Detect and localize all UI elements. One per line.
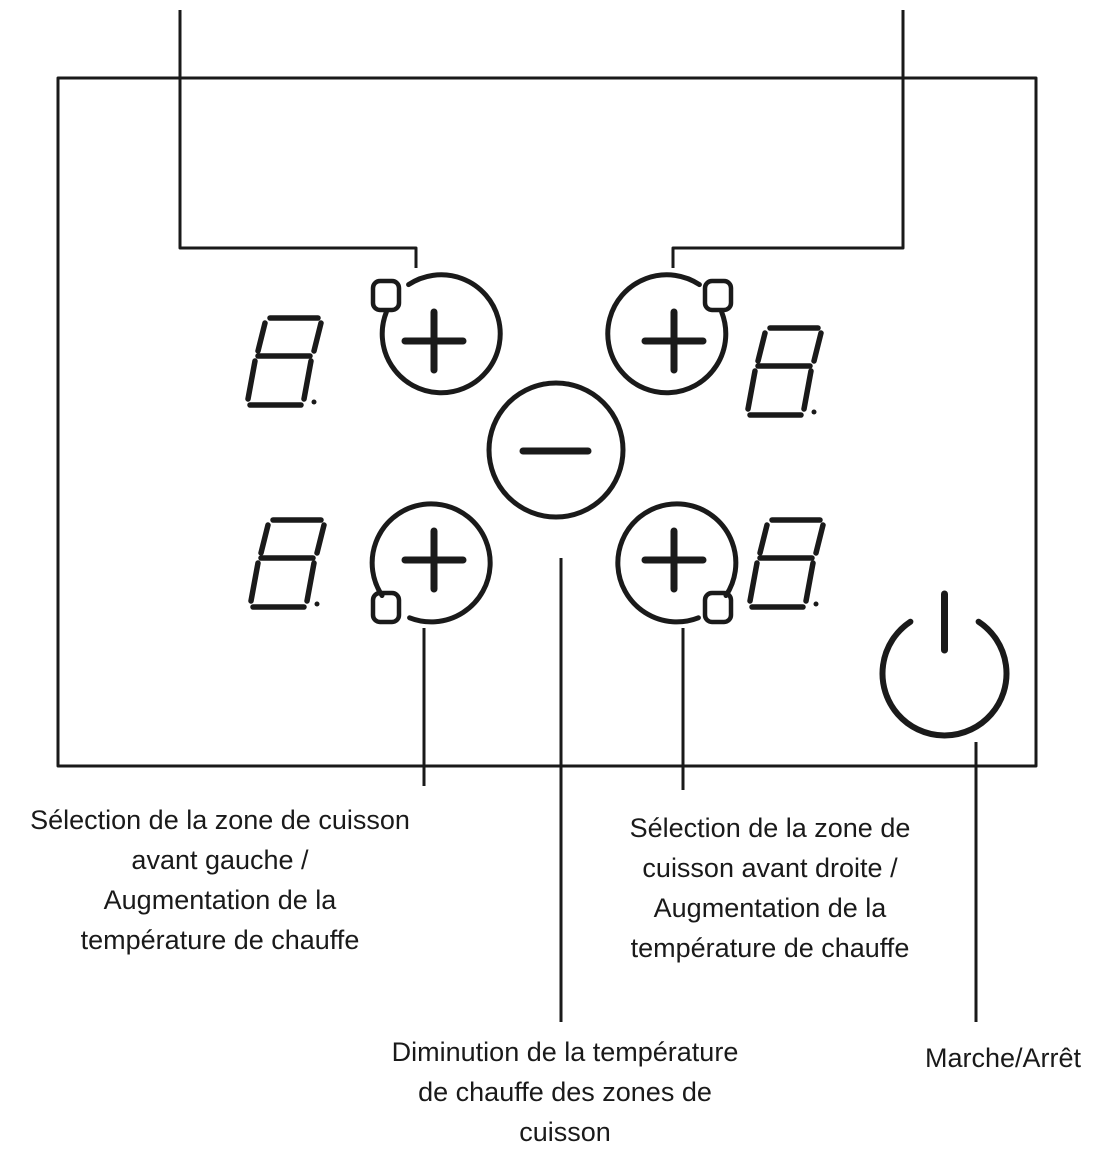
zone-plus-button-rear-right[interactable] [605, 272, 734, 396]
panel-outline [56, 76, 1038, 768]
zone-indicator-front-left [370, 590, 402, 625]
callout-line: Augmentation de la [103, 885, 337, 915]
callout-front-right: Sélection de la zone de cuisson avant dr… [560, 808, 980, 968]
callout-line: Marche/Arrêt [924, 1043, 1082, 1073]
zone-plus-button-rear-left[interactable] [370, 272, 503, 396]
callout-line: de chauffe des zones de [418, 1077, 712, 1107]
callout-front-left: Sélection de la zone de cuisson avant ga… [0, 800, 440, 960]
callout-power: Marche/Arrêt [900, 1038, 1106, 1078]
callout-line: cuisson [519, 1117, 611, 1147]
zone-indicator-front-right [702, 590, 734, 625]
power-button[interactable] [879, 590, 1010, 739]
zone-display-rear-left [245, 315, 324, 408]
callout-line: cuisson avant droite / [642, 853, 898, 883]
zone-plus-button-front-left[interactable] [369, 501, 493, 625]
plus-icon [641, 308, 707, 374]
decrease-button[interactable] [486, 380, 626, 520]
zone-plus-button-front-right[interactable] [615, 501, 739, 625]
callout-line: température de chauffe [80, 925, 360, 955]
leader-line-rear-right [671, 10, 905, 268]
callout-line: Augmentation de la [653, 893, 887, 923]
plus-icon [401, 308, 467, 374]
leader-line-rear-left [178, 10, 418, 268]
zone-display-front-right [747, 517, 826, 610]
zone-display-rear-right [745, 325, 824, 418]
zone-indicator-rear-left [370, 278, 402, 313]
zone-display-front-left [248, 517, 327, 610]
callout-line: Sélection de la zone de [629, 813, 911, 843]
callout-line: température de chauffe [630, 933, 910, 963]
power-icon [879, 590, 1010, 739]
callout-line: avant gauche / [131, 845, 309, 875]
callout-line: Diminution de la température [391, 1037, 739, 1067]
callout-decrease: Diminution de la température de chauffe … [340, 1032, 790, 1152]
plus-icon [641, 527, 707, 593]
plus-icon [401, 527, 467, 593]
callout-line: Sélection de la zone de cuisson [30, 805, 410, 835]
zone-indicator-rear-right [702, 278, 734, 313]
